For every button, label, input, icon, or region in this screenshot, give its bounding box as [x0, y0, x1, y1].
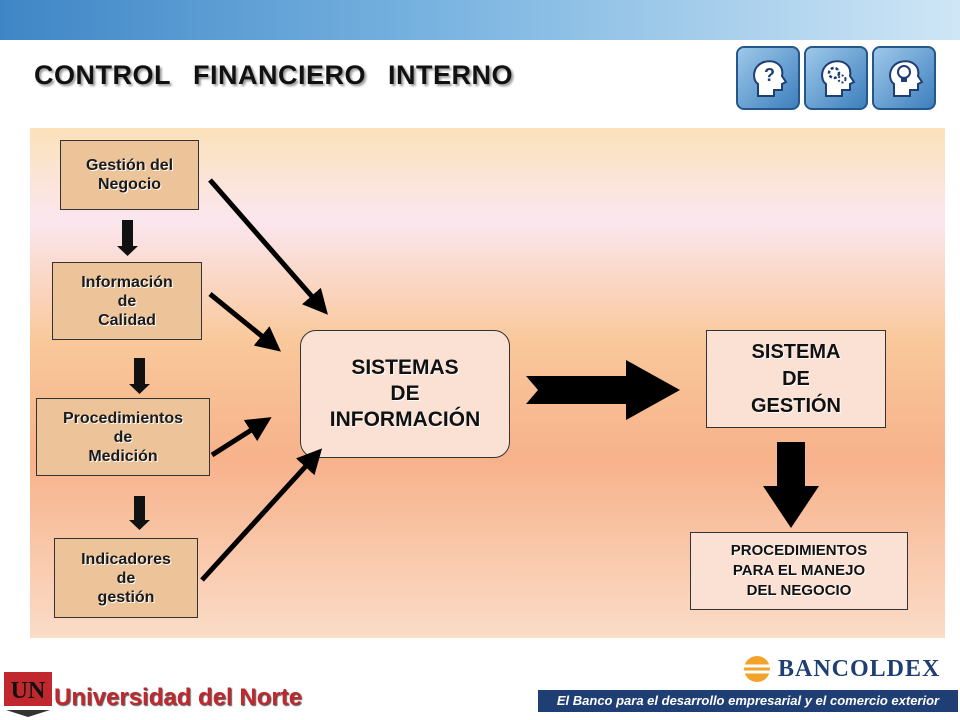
procedimientos-medicion-box: Procedimientos de Medición [36, 398, 210, 476]
head-gears-icon [804, 46, 868, 110]
universidad-logo: UN [4, 672, 52, 717]
box-line: DEL NEGOCIO [746, 582, 852, 599]
big-down-arrow [763, 442, 819, 528]
box-line: SISTEMA [751, 340, 841, 363]
title-word: CONTROL [34, 60, 171, 90]
box-line: Información [81, 273, 173, 291]
gestion-negocio-box: Gestión del Negocio [60, 140, 199, 210]
box-line: PARA EL MANEJO [732, 562, 866, 579]
box-line: SISTEMAS [351, 356, 459, 379]
top-banner [0, 0, 960, 40]
sistemas-informacion-box: SISTEMAS DE INFORMACIÓN [300, 330, 510, 458]
box-line: Indicadores [81, 550, 171, 568]
box-line: de [113, 428, 133, 446]
head-question-icon: ? [736, 46, 800, 110]
bancoldex-logo-icon [744, 656, 770, 682]
box-line: PROCEDIMIENTOS [730, 542, 868, 559]
box-line: de [117, 292, 137, 310]
indicadores-gestion-box: Indicadores de gestión [54, 538, 198, 618]
box-line: Procedimientos [62, 409, 184, 427]
big-right-arrow [526, 360, 680, 420]
procedimientos-negocio-box: PROCEDIMIENTOS PARA EL MANEJO DEL NEGOCI… [690, 532, 908, 610]
university-name: Universidad del Norte [54, 684, 303, 711]
arrow-procedimientos-to-sistemas [210, 417, 272, 458]
sistema-gestion-box: SISTEMA DE GESTIÓN [706, 330, 886, 428]
box-line: Calidad [98, 311, 156, 329]
box-line: Medición [88, 447, 158, 465]
down-arrow [129, 358, 150, 394]
box-line: de [116, 569, 136, 587]
box-line: DE [390, 382, 420, 405]
bank-name: BANCOLDEX [778, 656, 941, 682]
informacion-calidad-box: Información de Calidad [52, 262, 202, 340]
title-word: INTERNO [388, 60, 514, 90]
bank-tagline: El Banco para el desarrollo empresarial … [538, 690, 958, 712]
arrow-gestion-to-sistemas [208, 178, 328, 315]
box-line: INFORMACIÓN [329, 408, 481, 431]
box-line: GESTIÓN [750, 394, 841, 417]
svg-text:?: ? [764, 65, 775, 85]
page-title: CONTROL FINANCIERO INTERNO [34, 60, 527, 91]
title-word: FINANCIERO [193, 60, 366, 90]
down-arrow [129, 496, 150, 530]
arrow-informacion-to-sistemas [208, 292, 281, 352]
header-icons: ? [736, 46, 936, 114]
down-arrow [117, 220, 138, 256]
box-line: Negocio [97, 176, 162, 193]
logo-letters: UN [11, 678, 46, 704]
head-lightbulb-icon [872, 46, 936, 110]
box-line: DE [782, 367, 810, 390]
box-line: gestión [97, 588, 155, 606]
arrow-indicadores-to-sistemas [200, 448, 323, 582]
box-line: Gestión del [85, 157, 174, 174]
